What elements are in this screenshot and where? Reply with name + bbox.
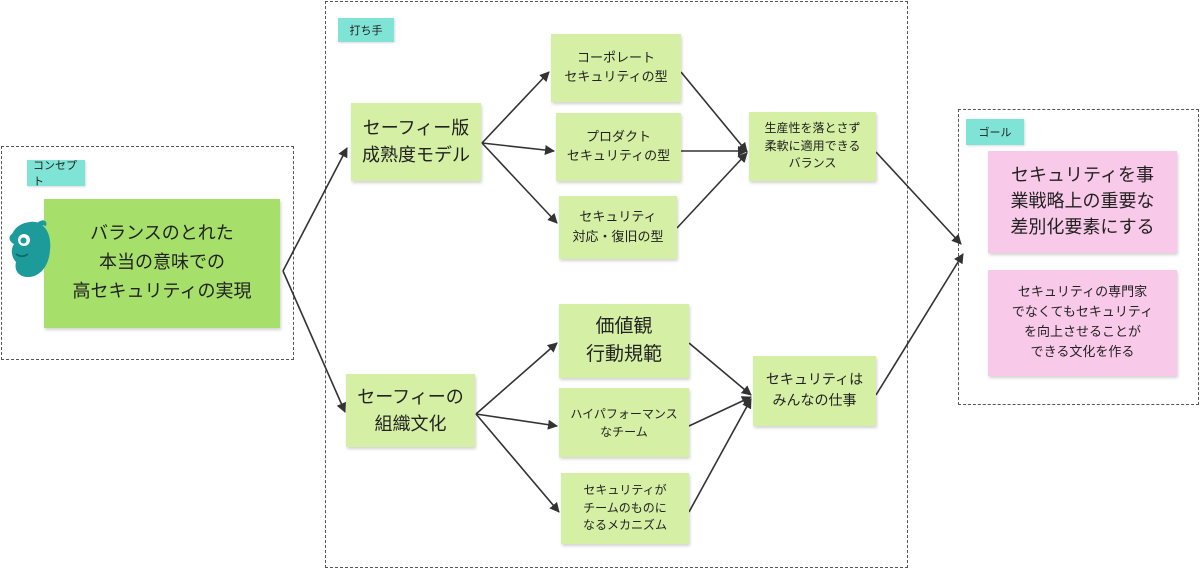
arrow-everyone-to-goal xyxy=(875,253,964,396)
bird-mascot-icon xyxy=(9,220,51,278)
everyone-job-note: セキュリティは みんなの仕事 xyxy=(753,356,876,426)
arrow-concept-to-culture xyxy=(282,270,346,413)
concept-note: バランスのとれた 本当の意味での 高セキュリティの実現 xyxy=(44,199,280,328)
arrow-maturity-to-corporate xyxy=(481,71,550,144)
arrow-culture-to-team xyxy=(475,413,558,430)
goal-tag: ゴール xyxy=(966,119,1024,145)
arrow-concept-to-maturity xyxy=(282,147,348,272)
arrow-culture-to-mechanism xyxy=(475,413,560,513)
values-code-note: 価値観 行動規範 xyxy=(559,304,689,378)
org-culture-note: セーフィーの 組織文化 xyxy=(346,374,475,447)
corporate-security-note: コーポレート セキュリティの型 xyxy=(551,34,681,102)
arrow-culture-to-values xyxy=(475,342,558,415)
balance-note: 生産性を落とさず 柔軟に適用できる バランス xyxy=(749,112,876,181)
team-mechanism-note: セキュリティが チームのものに なるメカニズム xyxy=(561,473,689,544)
maturity-model-note: セーフィー版 成熟度モデル xyxy=(351,103,481,181)
product-security-note: プロダクト セキュリティの型 xyxy=(556,113,681,181)
high-performance-team-note: ハイパフォーマンス なチーム xyxy=(559,388,689,457)
concept-frame xyxy=(1,146,294,360)
arrow-maturity-to-product xyxy=(481,142,555,155)
arrow-balance-to-goal xyxy=(875,151,962,245)
arrow-corporate-to-balance xyxy=(680,71,748,153)
concept-tag: コンセプト xyxy=(27,159,85,188)
arrow-response-to-balance xyxy=(676,152,748,229)
arrow-mechanism-to-everyone xyxy=(688,398,752,513)
measures-tag: 打ち手 xyxy=(338,18,394,42)
goal-strategy-note: セキュリティを事 業戦略上の重要な 差別化要素にする xyxy=(988,151,1177,253)
goal-culture-note: セキュリティの専門家 でなくてもセキュリティ を向上させることが できる文化を作… xyxy=(988,270,1177,376)
arrow-maturity-to-response xyxy=(481,142,558,224)
arrow-values-to-everyone xyxy=(688,342,752,396)
arrow-team-to-everyone xyxy=(688,396,752,427)
measures-frame xyxy=(325,1,908,568)
response-recovery-note: セキュリティ 対応・復旧の型 xyxy=(559,196,677,259)
